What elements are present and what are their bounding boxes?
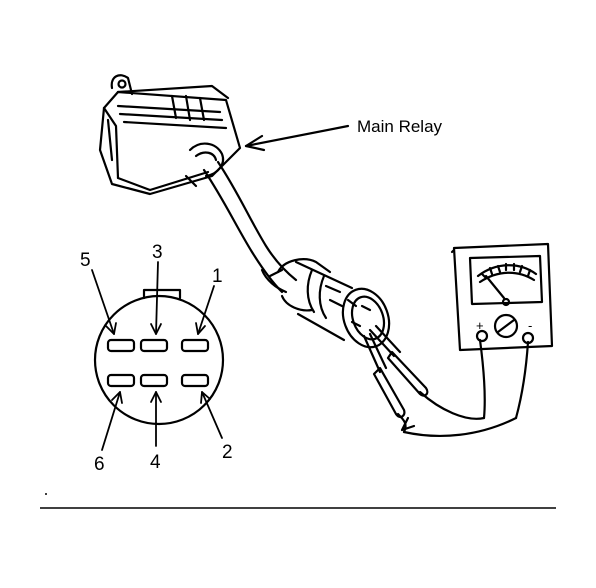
meter-leads: [478, 338, 530, 420]
pin-slot-6: [106, 373, 136, 388]
test-probes: [362, 324, 518, 437]
meter-plus-mark: +: [476, 318, 484, 333]
meter-minus-mark: -: [528, 318, 532, 333]
main-relay-housing: [98, 74, 242, 196]
pin-number-2: 2: [222, 442, 233, 463]
analog-multimeter: [450, 242, 554, 352]
pin-leaders: [91, 261, 223, 451]
pin-slot-5: [106, 338, 136, 353]
pin-number-6: 6: [94, 454, 105, 475]
callout-arrow: [244, 124, 350, 152]
pin-slot-3: [139, 338, 169, 353]
relay-cable: [202, 160, 298, 294]
connector-face-view: [93, 288, 225, 426]
main-relay-label: Main Relay: [357, 117, 443, 136]
speck: [45, 493, 47, 495]
pin-slot-1: [180, 338, 210, 353]
pin-number-3: 3: [152, 242, 163, 263]
pin-slot-4: [139, 373, 169, 388]
pin-number-1: 1: [212, 266, 223, 287]
pin-slot-2: [180, 373, 210, 388]
pin-number-4: 4: [150, 452, 161, 473]
pin-number-5: 5: [80, 250, 91, 271]
